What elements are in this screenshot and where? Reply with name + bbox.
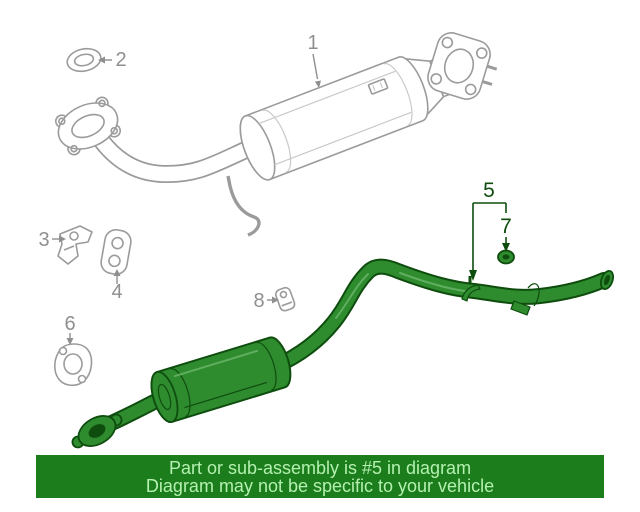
notice-line-2: Diagram may not be specific to your vehi…: [146, 476, 494, 496]
callout-7-arrow: [502, 243, 510, 252]
notice-banner-background: [36, 455, 604, 498]
muffler-inlet-flange: [71, 413, 123, 449]
callout-7: 7: [500, 215, 512, 252]
callout-5-arrow: [469, 270, 477, 281]
callout-4-arrow: [113, 269, 121, 276]
notice-banner: Part or sub-assembly is #5 in diagram Di…: [36, 455, 604, 498]
part-3-bracket: [57, 225, 93, 265]
front-pipe-flange: [55, 96, 121, 156]
part-7-clamp-nut: [497, 249, 515, 265]
converter-outlet-flange: [427, 32, 498, 100]
callout-1-label: 1: [307, 32, 318, 54]
callout-2-arrow: [98, 56, 105, 64]
callout-6: 6: [64, 313, 76, 345]
callout-8-arrow: [272, 296, 279, 304]
tailpipe-bracket: [510, 300, 531, 316]
sensor-boss: [367, 78, 389, 95]
part-6-flange-gasket: [54, 343, 93, 387]
callout-8-label: 8: [253, 290, 264, 312]
callout-6-label: 6: [64, 313, 75, 335]
callout-1-arrow: [314, 80, 321, 88]
callout-3-arrow: [59, 235, 66, 243]
front-pipe: [92, 131, 261, 237]
tailpipe-tip: [599, 269, 615, 291]
callout-3: 3: [38, 229, 66, 251]
callout-4-label: 4: [111, 281, 122, 303]
part-4-hanger-insulator: [100, 229, 132, 275]
notice-line-1: Part or sub-assembly is #5 in diagram: [169, 458, 471, 478]
callout-1: 1: [307, 32, 321, 88]
callout-5-label: 5: [483, 179, 495, 202]
hanger-rod: [226, 175, 261, 237]
callout-5: 5: [469, 179, 507, 281]
callout-2-label: 2: [115, 49, 126, 71]
part-2-gasket: [66, 47, 102, 73]
callout-8: 8: [253, 290, 279, 312]
pipe-hanger: [461, 276, 481, 302]
callout-4: 4: [111, 269, 123, 303]
callout-7-label: 7: [500, 215, 512, 238]
callout-2: 2: [98, 49, 127, 71]
muffler-body: [150, 336, 292, 424]
tailpipe-joint-seam: [527, 283, 540, 307]
callout-6-arrow: [66, 338, 74, 345]
callout-3-label: 3: [38, 229, 49, 251]
part-8-clamp-bracket: [274, 286, 296, 312]
part-5-muffler-assembly: [71, 249, 615, 449]
